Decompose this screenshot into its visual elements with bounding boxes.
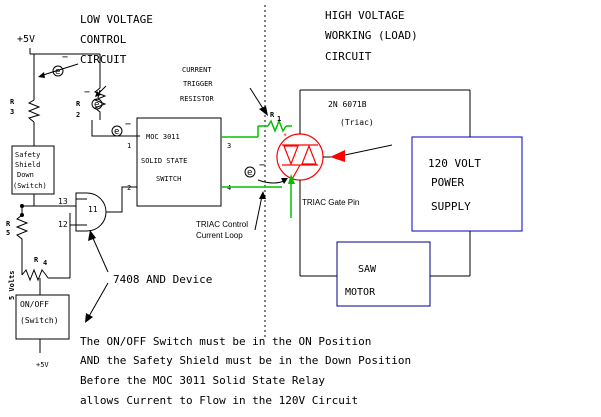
- triac-control-pointer: [254, 195, 263, 231]
- and-pin-12: 12: [58, 220, 68, 229]
- safety-shield-switch: Safety Shield Down (Switch): [11, 145, 55, 195]
- and-pointer-line-2: [87, 282, 109, 319]
- triac-gate-pin-label: TRIAC Gate Pin: [302, 198, 359, 207]
- saw-motor-box: SAW MOTOR: [336, 241, 431, 307]
- triac-pointer-arrow: [330, 150, 345, 162]
- low-voltage-heading: LOW VOLTAGE CONTROL CIRCUIT: [80, 13, 153, 66]
- power-line-1: 120 VOLT: [428, 157, 481, 170]
- and-input-wiring: [21, 194, 87, 279]
- minus-sign-2: −: [84, 87, 90, 98]
- r4-label: R: [34, 256, 39, 264]
- moc-subtitle-2: SWITCH: [156, 175, 181, 183]
- minus-sign-1: −: [62, 52, 68, 63]
- plus5v-bottom-label: +5V: [36, 361, 49, 369]
- motor-line-2: MOTOR: [345, 287, 376, 298]
- r5-number: 5: [6, 229, 10, 237]
- on-off-switch: ON/OFF (Switch): [15, 278, 70, 353]
- load-circuit-wiring: [299, 89, 471, 277]
- moc-pin-4: 4: [227, 184, 231, 192]
- high-voltage-line-3: CIRCUIT: [325, 50, 372, 63]
- triac-name: (Triac): [340, 118, 374, 127]
- r3-number: 3: [10, 108, 14, 116]
- note-line-4: allows Current to Flow in the 120V Circu…: [80, 394, 358, 407]
- onoff-line-2: (Switch): [20, 316, 59, 325]
- high-voltage-heading: HIGH VOLTAGE WORKING (LOAD) CIRCUIT: [325, 9, 418, 63]
- trigger-line-1: CURRENT: [182, 66, 212, 74]
- top-rail-wiring: [29, 48, 101, 146]
- triac-control-line-2: Current Loop: [196, 231, 243, 240]
- power-line-3: SUPPLY: [431, 200, 471, 213]
- triac-pointer-line: [344, 144, 393, 156]
- safety-line-2: Shield: [15, 161, 40, 169]
- and-pin-11: 11: [88, 205, 98, 214]
- low-voltage-line-1: LOW VOLTAGE: [80, 13, 153, 26]
- trigger-line-2: TRIGGER: [183, 80, 213, 88]
- electron-flow-loop: e −: [244, 160, 288, 184]
- minus-sign-3: −: [125, 119, 131, 130]
- explanation-notes: The ON/OFF Switch must be in the ON Posi…: [80, 335, 411, 407]
- high-voltage-line-2: WORKING (LOAD): [325, 29, 418, 42]
- motor-line-1: SAW: [358, 264, 377, 275]
- power-line-2: POWER: [431, 176, 464, 189]
- r5-label: R: [6, 220, 11, 228]
- electron-symbol-1: e: [55, 67, 60, 77]
- junction-dot-1: [20, 204, 24, 208]
- resistor-r4: R 4: [21, 253, 49, 282]
- moc-pin-1: 1: [127, 142, 131, 150]
- safety-line-1: Safety: [15, 151, 40, 159]
- moc-3011-switch: MOC 3011 SOLID STATE SWITCH 1 2 3 4: [127, 117, 231, 207]
- triac-part-number: 2N 6071B: [328, 100, 367, 109]
- current-trigger-resistor-label: CURRENT TRIGGER RESISTOR R 1: [180, 66, 281, 123]
- high-voltage-line-1: HIGH VOLTAGE: [325, 9, 404, 22]
- note-line-3: Before the MOC 3011 Solid State Relay: [80, 374, 325, 387]
- triac-dot-marker: *: [283, 132, 287, 140]
- electron-symbol-3: e: [114, 127, 119, 137]
- r1-number: 1: [277, 115, 281, 123]
- triac-control-line-1: TRIAC Control: [196, 220, 248, 229]
- moc-title: MOC 3011: [146, 133, 180, 141]
- and-pointer-line-1: [91, 235, 109, 273]
- low-voltage-line-2: CONTROL: [80, 33, 127, 46]
- note-line-2: AND the Safety Shield must be in the Dow…: [80, 354, 411, 367]
- moc-pin-3: 3: [227, 142, 231, 150]
- triac-symbol: *: [276, 120, 332, 184]
- electron-symbol-2: e: [94, 100, 99, 110]
- resistor-r5: R 5: [6, 214, 29, 253]
- r1-label: R: [270, 111, 275, 119]
- moc-pin-2: 2: [127, 184, 131, 192]
- r4-number: 4: [43, 259, 47, 267]
- resistor-r2: R 2: [76, 85, 140, 137]
- plus5v-top-label: +5V: [17, 34, 35, 45]
- moc-subtitle: SOLID STATE: [141, 157, 187, 165]
- minus-sign-4: −: [259, 160, 265, 171]
- trigger-line-3: RESISTOR: [180, 95, 215, 103]
- note-line-1: The ON/OFF Switch must be in the ON Posi…: [80, 335, 371, 348]
- safety-line-4: (Switch): [13, 182, 47, 190]
- electron-symbol-4: e: [247, 168, 252, 178]
- safety-line-3: Down: [17, 171, 34, 179]
- and-pin-13: 13: [58, 197, 68, 206]
- r2-number: 2: [76, 111, 80, 119]
- and-gate-7408: 13 12 11: [58, 186, 137, 232]
- and-device-label: 7408 AND Device: [113, 273, 212, 286]
- low-voltage-line-3: CIRCUIT: [80, 53, 127, 66]
- five-volts-label: 5 Volts: [8, 270, 16, 300]
- r3-label: R: [10, 98, 15, 106]
- onoff-line-1: ON/OFF: [20, 300, 49, 309]
- r2-label: R: [76, 100, 81, 108]
- triac-control-wiring: [221, 118, 292, 218]
- power-supply-box: 120 VOLT POWER SUPPLY: [411, 136, 523, 232]
- resistor-r3: R 3: [10, 98, 41, 123]
